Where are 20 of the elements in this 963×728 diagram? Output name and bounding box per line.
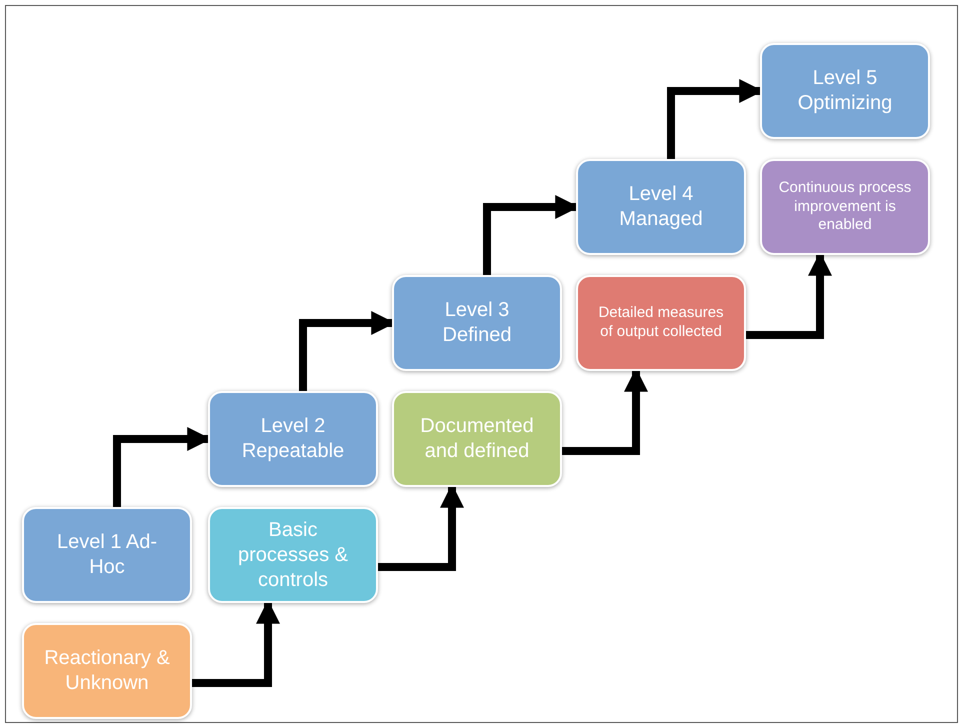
- box-label: Level 2 Repeatable: [240, 414, 346, 464]
- box-label: Detailed measures of output collected: [597, 304, 725, 342]
- box-label: Reactionary & Unknown: [43, 646, 171, 696]
- level-box: [208, 391, 378, 487]
- description-box: [22, 623, 192, 719]
- description-box: [576, 275, 746, 371]
- level-box: [22, 507, 192, 603]
- level-box: [576, 159, 746, 255]
- description-box: [392, 391, 562, 487]
- description-box: [760, 159, 930, 255]
- box-label: Level 4 Managed: [618, 182, 704, 232]
- box-label: Basic processes & controls: [236, 518, 350, 592]
- box-label: Continuous process improvement is enabled: [778, 178, 912, 236]
- level-box: [760, 43, 930, 139]
- description-box: [208, 507, 378, 603]
- box-label: Level 1 Ad-Hoc: [56, 530, 158, 580]
- box-label: Documented and defined: [419, 414, 535, 464]
- level-box: [392, 275, 562, 371]
- box-label: Level 5 Optimizing: [796, 66, 894, 116]
- box-label: Level 3 Defined: [442, 298, 512, 348]
